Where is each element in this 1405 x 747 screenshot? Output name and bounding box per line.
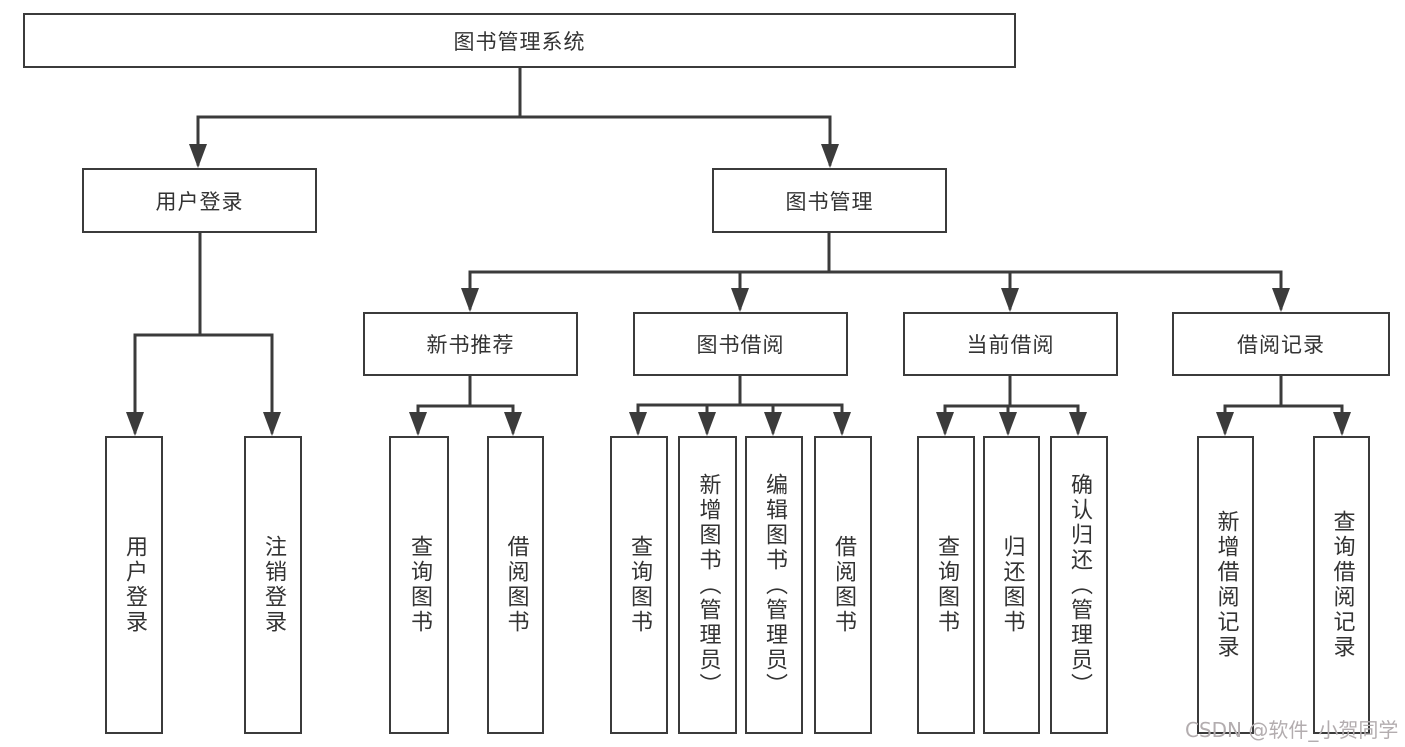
node-label: 新增借阅记录 — [1213, 510, 1239, 660]
node-label: 图书管理 — [785, 189, 874, 214]
node-borrow-records: 借阅记录 — [1172, 312, 1390, 376]
node-label: 查询图书 — [934, 535, 959, 635]
node-new-book-recommend: 新书推荐 — [363, 312, 578, 376]
node-label: 用户登录 — [122, 535, 147, 635]
node-book-borrow: 图书借阅 — [633, 312, 848, 376]
node-label: 借阅图书 — [831, 535, 856, 635]
node-library-management-system: 图书管理系统 — [23, 13, 1016, 68]
node-label: 确认归还（管理员） — [1067, 472, 1092, 698]
node-label: 用户登录 — [155, 189, 244, 214]
leaf-user-login: 用户登录 — [105, 436, 163, 734]
node-user-login: 用户登录 — [82, 168, 317, 233]
leaf-add-borrow-record: 新增借阅记录 — [1197, 436, 1254, 734]
leaf-edit-books-admin: 编辑图书（管理员） — [745, 436, 803, 734]
node-label: 新增图书（管理员） — [695, 472, 721, 698]
csdn-watermark: CSDN @软件_小贺同学 — [1185, 718, 1399, 742]
node-label: 借阅记录 — [1237, 333, 1325, 357]
node-label: 图书借阅 — [696, 333, 785, 357]
leaf-query-books-borrow: 查询图书 — [610, 436, 668, 734]
node-current-borrow: 当前借阅 — [903, 312, 1118, 376]
node-label: 归还图书 — [999, 535, 1025, 635]
node-label: 查询图书 — [627, 535, 652, 635]
node-label: 新书推荐 — [426, 333, 515, 357]
node-label: 当前借阅 — [966, 333, 1055, 357]
node-book-management: 图书管理 — [712, 168, 947, 233]
node-label: 借阅图书 — [503, 535, 529, 635]
node-label: 查询借阅记录 — [1329, 510, 1355, 660]
leaf-query-books-current: 查询图书 — [917, 436, 975, 734]
node-label: 编辑图书（管理员） — [762, 472, 787, 698]
leaf-query-books-recommend: 查询图书 — [389, 436, 449, 734]
leaf-query-borrow-record: 查询借阅记录 — [1313, 436, 1370, 734]
leaf-add-books-admin: 新增图书（管理员） — [678, 436, 737, 734]
leaf-logout: 注销登录 — [244, 436, 302, 734]
node-label: 查询图书 — [407, 535, 432, 635]
node-label: 图书管理系统 — [453, 29, 586, 54]
leaf-borrow-books-recommend: 借阅图书 — [487, 436, 544, 734]
leaf-borrow-books: 借阅图书 — [814, 436, 872, 734]
node-label: 注销登录 — [261, 535, 286, 635]
leaf-return-books: 归还图书 — [983, 436, 1040, 734]
leaf-confirm-return-admin: 确认归还（管理员） — [1050, 436, 1108, 734]
